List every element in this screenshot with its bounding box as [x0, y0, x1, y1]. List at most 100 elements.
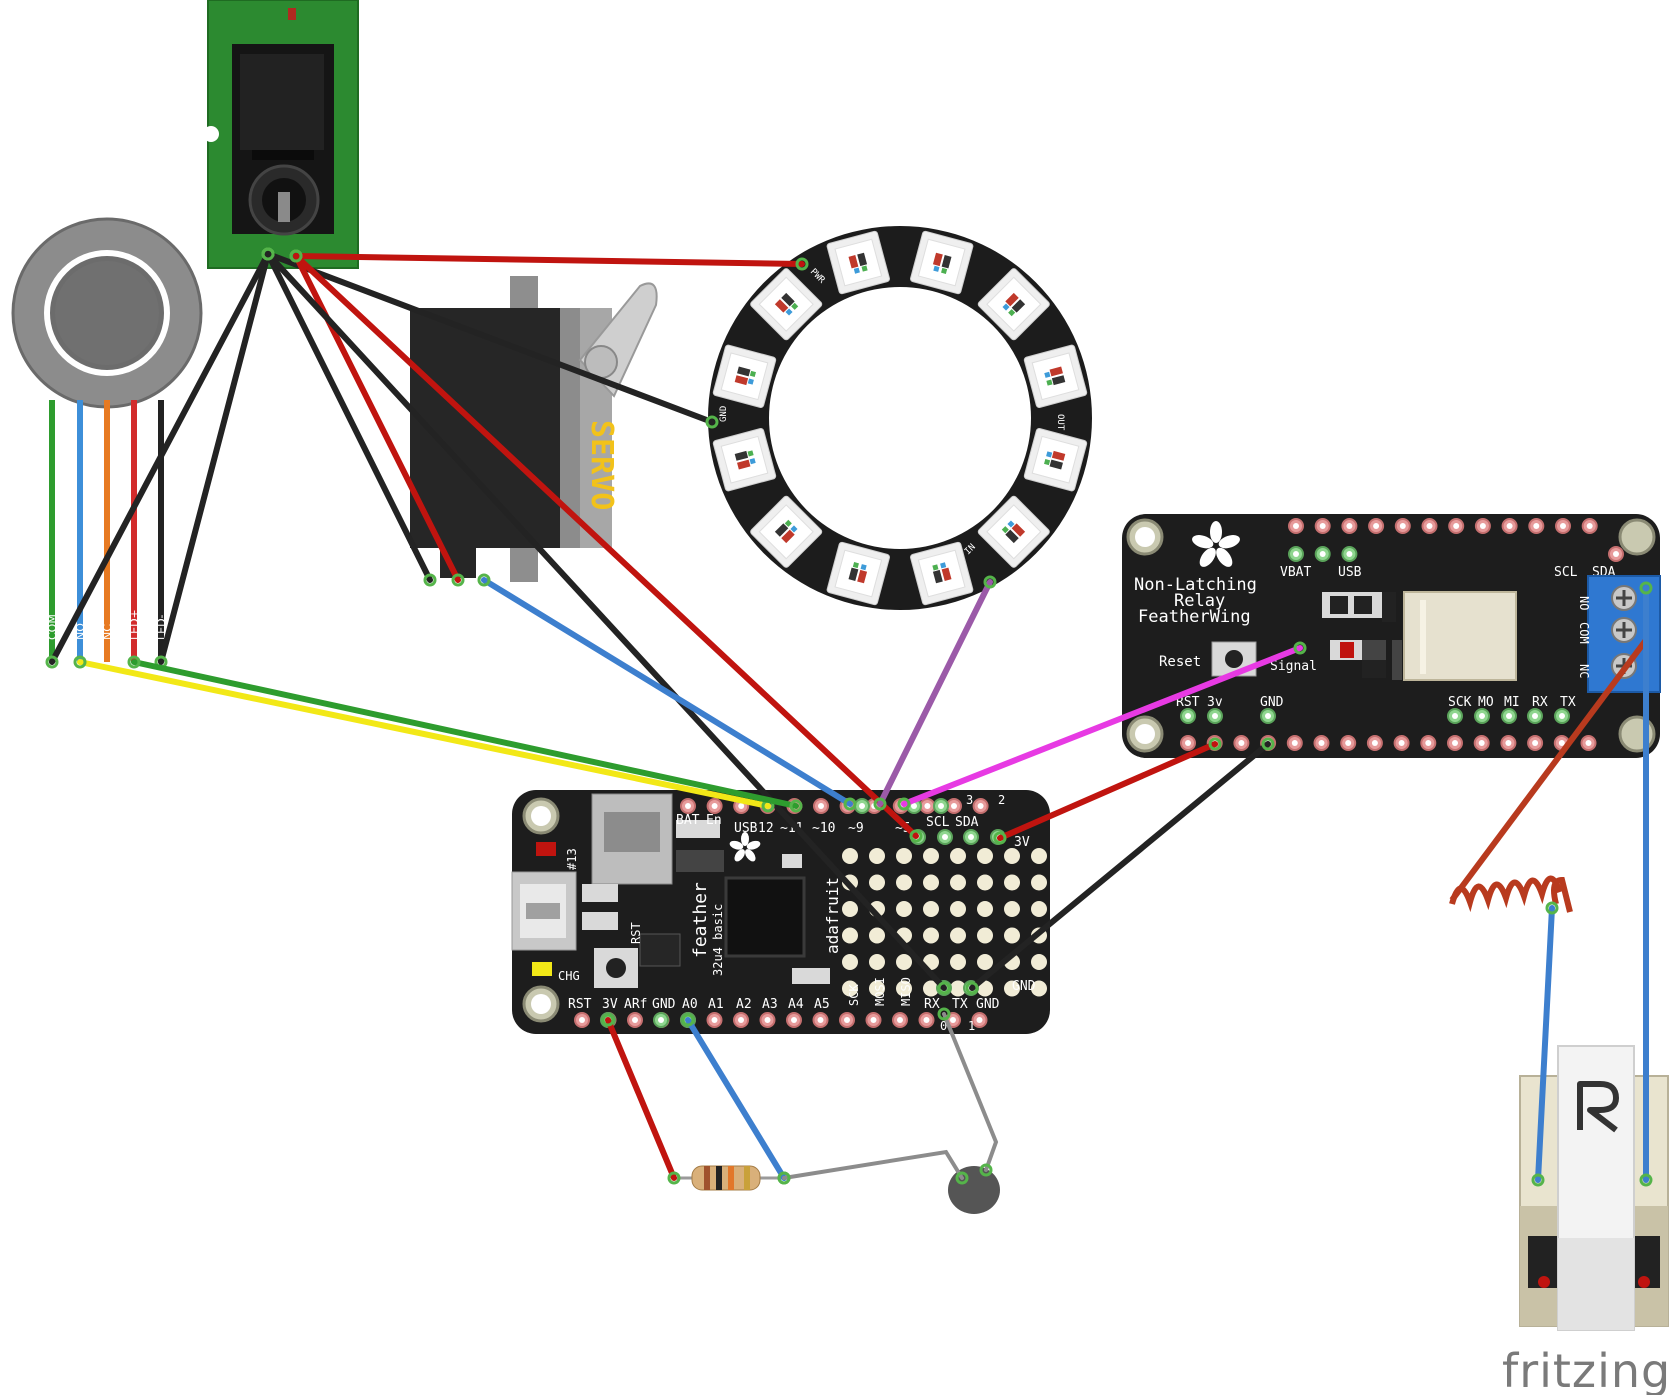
feather-pin-label: A3	[762, 997, 778, 1012]
wire-thermistor-to-gnd[interactable]	[942, 1012, 999, 1172]
feather-label-chg: CHG	[558, 969, 580, 983]
ring-gnd-label: GND	[719, 406, 729, 422]
relay-signal-label: Signal	[1270, 659, 1317, 674]
relay-usb-label: USB	[1338, 565, 1362, 580]
ring-pixel	[826, 541, 890, 606]
ring-pixel	[826, 230, 890, 295]
ring-out-label: OUT	[1055, 414, 1065, 431]
relay-scl-label: SCL	[1554, 565, 1578, 580]
feather-pin-label: A4	[788, 997, 804, 1012]
feather-pin-label: ARf	[624, 997, 647, 1012]
wire-ring-in-to-5[interactable]	[877, 579, 993, 807]
feather-pin-label: 3V	[1014, 835, 1030, 850]
feather-pin-label: 3V	[602, 997, 618, 1012]
relay-pin-label: SCK	[1448, 695, 1472, 710]
feather-pin-label: MISO	[899, 977, 913, 1006]
feather-pin-label: SDA	[955, 815, 979, 830]
ring-pixel	[977, 495, 1050, 568]
wire-resistor-to-thermistor[interactable]	[782, 1149, 964, 1180]
wire-relay-gnd-to-feather-gnd[interactable]	[969, 741, 1271, 991]
ring-pixel	[910, 230, 974, 295]
antenna-coil	[1449, 638, 1649, 913]
wire-jack-to-ring-gnd[interactable]	[265, 251, 715, 425]
feather-pin-label: A5	[814, 997, 830, 1012]
feather-sub: 32u4 basic	[711, 904, 725, 976]
feather-name: feather	[690, 882, 711, 958]
ring-pixel	[712, 344, 777, 408]
feather-pin-label: USB	[734, 821, 758, 836]
wire-jack-to-feather-rx[interactable]	[265, 251, 947, 991]
feather-pin-label: MOSI	[873, 977, 887, 1006]
relay-pin-label: RX	[1532, 695, 1548, 710]
feather-pin-label: ~9	[848, 821, 864, 836]
ring-pixel	[977, 268, 1050, 341]
wire-jack-to-servo-gnd[interactable]	[265, 251, 433, 583]
feather-pin-label: A0	[682, 997, 698, 1012]
button-pin-label-nc: NC	[101, 624, 114, 640]
wire-a0-to-resistor[interactable]	[685, 1017, 787, 1181]
wire-jack-to-ring-pwr[interactable]	[293, 253, 805, 267]
feather-32u4-board: feather 32u4 basic adafruit #13 RST CHG …	[511, 790, 1050, 1034]
feather-pin-label: SCL	[926, 815, 950, 830]
relay-title-1: Non-Latching	[1134, 575, 1257, 595]
feather-label-0: 0	[940, 1019, 947, 1033]
wire-jack-to-feather-usb[interactable]	[293, 253, 919, 839]
relay-pin-label: 3v	[1207, 695, 1223, 710]
ring-pixel	[712, 428, 777, 492]
wire-button-ledplus-to-12[interactable]	[131, 659, 799, 809]
servo-motor: SERVO	[410, 276, 658, 582]
wire-3v-to-resistor[interactable]	[605, 1017, 677, 1181]
button-pin-label-ledminus: LED-	[155, 614, 168, 640]
relay-pin-label: MO	[1478, 695, 1494, 710]
feather-pin-label: A2	[736, 997, 752, 1012]
feather-label-3: 3	[966, 793, 973, 807]
dc-barrel-jack	[203, 0, 359, 269]
button-pin-label-no: NO	[74, 623, 87, 640]
feather-vendor: adafruit	[823, 877, 842, 954]
feather-label-13: #13	[565, 848, 579, 870]
neopixel-ring: PWR GND OUT IN	[708, 226, 1092, 610]
relay-pin-label: TX	[1560, 695, 1576, 710]
solenoid-module	[1519, 1045, 1669, 1331]
relay-nc-label: NC	[1577, 664, 1591, 678]
feather-pin-label: A1	[708, 997, 724, 1012]
wire-relay-signal-to-9[interactable]	[901, 645, 1303, 807]
relay-pin-label: GND	[1260, 695, 1284, 710]
relay-title-3: FeatherWing	[1138, 607, 1251, 627]
relay-featherwing: Non-Latching Relay FeatherWing VBAT USB …	[1122, 514, 1661, 758]
ring-pixel	[1023, 428, 1088, 492]
wire-jack-to-button-ledminus[interactable]	[158, 251, 271, 665]
ring-pixel	[1023, 344, 1088, 408]
wire-jack-to-button-com[interactable]	[49, 251, 271, 665]
feather-label-2: 2	[998, 793, 1005, 807]
ring-pixel	[750, 268, 823, 341]
feather-label-rst-btn: RST	[629, 922, 643, 944]
brand-logo: fritzing	[1502, 1344, 1671, 1395]
feather-pin-label: TX	[952, 997, 968, 1012]
feather-pin-label: GND	[652, 997, 676, 1012]
wire-button-no-to-12[interactable]	[77, 659, 771, 809]
wires	[45, 247, 1653, 1187]
feather-label-1: 1	[968, 1019, 975, 1033]
feather-pin-label: RST	[568, 997, 592, 1012]
relay-pin-label: RST	[1176, 695, 1200, 710]
wire-relay-3v-to-feather-3v[interactable]	[997, 741, 1218, 841]
feather-pin-label: SCK	[847, 984, 861, 1006]
ring-pixel	[910, 541, 974, 606]
feather-pin-label: ~10	[812, 821, 835, 836]
feather-pin-label: 12	[758, 821, 774, 836]
feather-pin-label: BAT	[676, 813, 700, 828]
terminal-screw	[1611, 617, 1637, 643]
relay-pin-label: MI	[1504, 695, 1520, 710]
terminal-screw	[1611, 585, 1637, 611]
feather-pin-label: RX	[924, 997, 940, 1012]
button-pin-label-ledplus: LED+	[128, 609, 141, 640]
relay-reset-label: Reset	[1159, 654, 1201, 670]
wire-servo-signal[interactable]	[481, 577, 853, 807]
relay-com-label: COM	[1577, 622, 1591, 644]
wire-coil-to-solenoid[interactable]	[1535, 905, 1555, 1183]
ring-pixel	[750, 495, 823, 568]
relay-no-label: NO	[1577, 596, 1591, 610]
